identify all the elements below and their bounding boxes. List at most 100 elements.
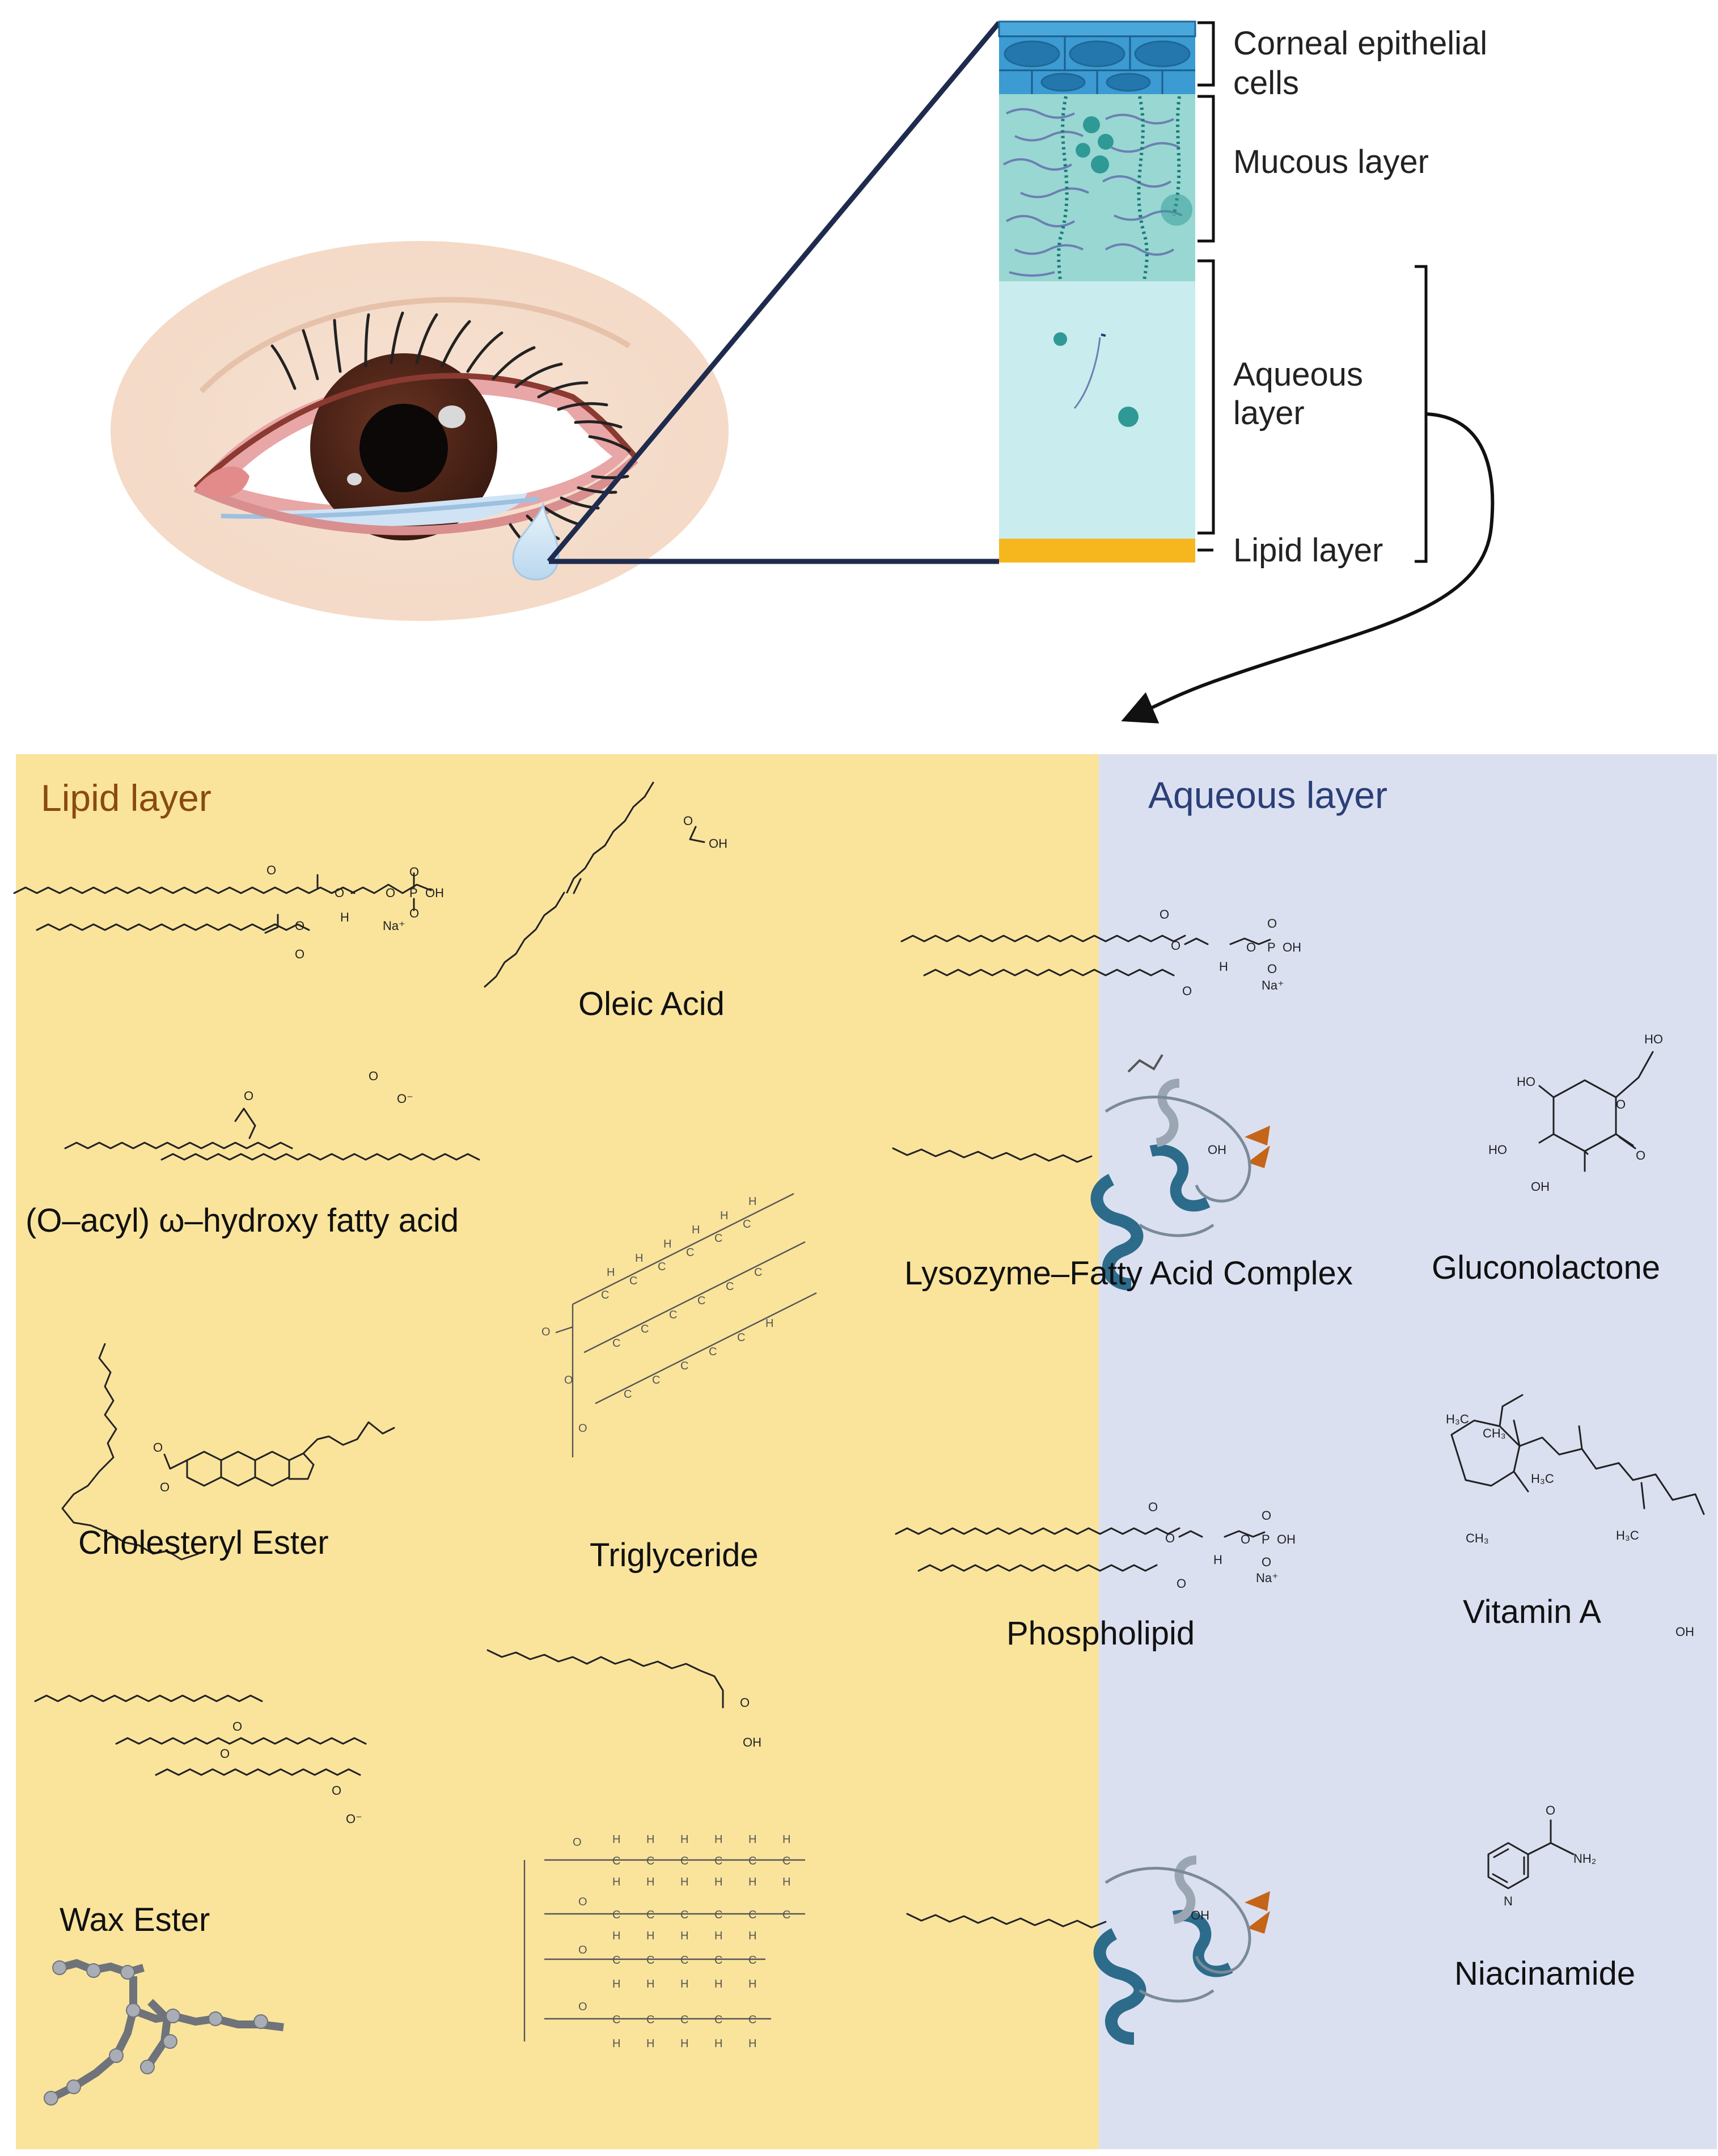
atom-c: C — [714, 1855, 722, 1867]
atom-c: C — [748, 1954, 756, 1967]
atom-o: O — [409, 865, 419, 879]
atom-h3c: H₃C — [1616, 1528, 1639, 1542]
molecule-vitamin-a: H₃C CH₃ H₃C CH₃ H₃C OH — [1446, 1394, 1705, 1639]
atom-p: P — [1267, 940, 1276, 954]
atom-c: C — [748, 1855, 756, 1867]
atom-h: H — [714, 1876, 722, 1888]
atom-na: Na⁺ — [383, 919, 405, 933]
molecule-niacinamide: O N NH₂ — [1487, 1803, 1596, 1908]
atom-h: H — [782, 1876, 790, 1888]
atom-h: H — [680, 1876, 688, 1888]
atom-c: C — [754, 1266, 762, 1279]
atom-c: C — [612, 1337, 620, 1350]
atom-h: H — [680, 1930, 688, 1942]
lipid-panel — [16, 754, 1099, 2149]
protein-ribbon-icon — [1090, 1054, 1270, 1291]
atom-h: H — [646, 1876, 654, 1888]
atom-na: Na⁺ — [1262, 978, 1284, 992]
atom-c: C — [680, 1855, 688, 1867]
label-corneal-line2: cells — [1233, 65, 1299, 102]
atom-o: O — [573, 1836, 582, 1849]
lipid-panel-title: Lipid layer — [41, 777, 211, 819]
zoom-lines — [547, 21, 1001, 564]
atom-h: H — [714, 2037, 722, 2050]
label-lipid-layer-top: Lipid layer — [1233, 532, 1383, 569]
atom-o: O — [1267, 962, 1277, 976]
atom-c: C — [680, 1909, 688, 1921]
atom-h: H — [607, 1266, 615, 1279]
atom-c: C — [782, 1909, 790, 1921]
label-mucous-layer: Mucous layer — [1233, 143, 1429, 180]
atom-o: O — [335, 886, 344, 900]
atom-c: C — [748, 2014, 756, 2026]
atom-o: O — [369, 1069, 378, 1083]
atom-o: O — [409, 906, 419, 920]
tear-drop-icon — [512, 502, 560, 581]
aqueous-lipid-bracket — [1415, 265, 1428, 563]
atom-c: C — [612, 1954, 620, 1967]
atom-p: P — [1262, 1532, 1270, 1546]
atom-h: H — [340, 910, 349, 924]
atom-oh: OH — [743, 1735, 761, 1749]
atom-o-minus: O⁻ — [346, 1812, 362, 1826]
atom-o: O — [578, 1944, 587, 1956]
atom-h: H — [748, 1930, 756, 1942]
eye-illustration — [111, 241, 729, 621]
atom-c: C — [652, 1374, 660, 1386]
molecule-lysozyme-complex-upper: OH — [892, 1054, 1270, 1291]
molecule-triglyceride-upper: C C C C C C H H H H H H C C C C C C C C … — [541, 1193, 817, 1457]
atom-c: C — [612, 2014, 620, 2026]
atom-oh: OH — [1283, 940, 1301, 954]
atom-c: C — [714, 1232, 722, 1245]
atom-h: H — [612, 1876, 620, 1888]
atom-o: O — [386, 886, 395, 900]
atom-ho: HO — [1644, 1032, 1663, 1046]
atom-ch3: CH₃ — [1466, 1531, 1489, 1545]
atom-h: H — [612, 1978, 620, 1990]
atom-o: O — [1171, 939, 1180, 953]
label-corneal-line1: Corneal epithelial — [1233, 25, 1487, 62]
label-gluconolactone: Gluconolactone — [1432, 1249, 1660, 1286]
atom-h: H — [646, 2037, 654, 2050]
wax-ester-3d-model — [44, 1959, 284, 2106]
atom-h: H — [692, 1224, 700, 1236]
atom-o: O — [1546, 1803, 1555, 1817]
atom-o: O — [578, 1422, 587, 1435]
atom-oh: OH — [709, 836, 727, 851]
atom-h: H — [635, 1252, 643, 1265]
atom-o: O — [1636, 1148, 1645, 1162]
molecule-gluconolactone: HO HO HO OH O O — [1488, 1032, 1663, 1194]
atom-o: O — [541, 1326, 551, 1338]
molecule-lysozyme-complex-lower: OH — [906, 1855, 1270, 2045]
molecule-oleic-acid: O OH — [484, 781, 727, 988]
atom-c: C — [669, 1309, 677, 1321]
atom-ch3: CH₃ — [1483, 1426, 1506, 1440]
atom-o: O — [332, 1783, 341, 1798]
atom-h: H — [748, 1876, 756, 1888]
atom-c: C — [737, 1331, 745, 1344]
atom-c: C — [714, 1954, 722, 1967]
aqueous-panel — [1099, 754, 1717, 2149]
atom-h: H — [612, 2037, 620, 2050]
atom-p: P — [409, 886, 418, 900]
atom-o: O — [740, 1696, 750, 1710]
atom-o: O — [232, 1719, 242, 1734]
atom-h: H — [680, 1833, 688, 1846]
aqueous-panel-title: Aqueous layer — [1148, 774, 1387, 816]
atom-o-minus: O⁻ — [397, 1092, 413, 1106]
atom-h: H — [748, 1978, 756, 1990]
atom-h: H — [782, 1833, 790, 1846]
atom-h: H — [646, 1930, 654, 1942]
atom-o: O — [295, 947, 304, 961]
molecule-phospholipid-topleft: O O O O O P O O OH Na⁺ H — [13, 863, 444, 961]
atom-o: O — [683, 814, 693, 828]
atom-h: H — [680, 1978, 688, 1990]
atom-o: O — [1262, 1508, 1271, 1523]
atom-o: O — [244, 1089, 253, 1103]
label-triglyceride: Triglyceride — [590, 1537, 759, 1574]
atom-c: C — [629, 1275, 637, 1287]
atom-oh: OH — [1191, 1908, 1209, 1922]
atom-ho: HO — [1517, 1075, 1535, 1089]
label-wax-ester: Wax Ester — [60, 1901, 210, 1938]
